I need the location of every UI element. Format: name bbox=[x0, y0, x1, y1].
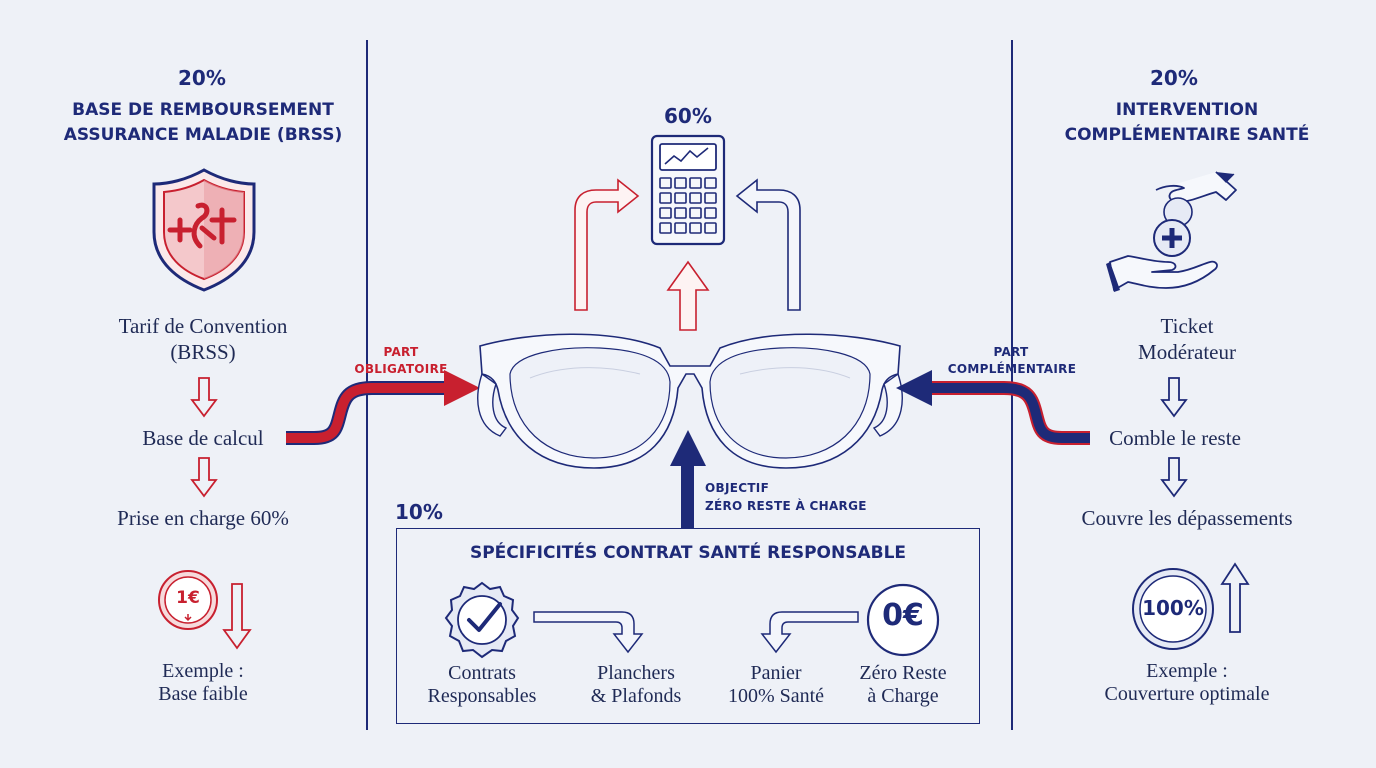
right-example-line1: Exemple : bbox=[1146, 660, 1228, 682]
right-step1-line1: Ticket bbox=[1160, 314, 1214, 338]
item3-line1: Panier bbox=[750, 662, 802, 684]
shield-icon bbox=[152, 168, 256, 292]
objective-label-line1: OBJECTIF bbox=[705, 481, 770, 495]
left-example-line1: Exemple : bbox=[162, 660, 244, 682]
coin-label: 1€ bbox=[176, 588, 200, 608]
badge-check-icon bbox=[444, 581, 520, 659]
coin-icon bbox=[158, 570, 218, 630]
hand-coin-icon bbox=[1106, 171, 1237, 292]
item1-line1: Contrats bbox=[448, 662, 516, 684]
down-arrow-icon bbox=[1160, 377, 1188, 418]
item3-line2: 100% Santé bbox=[727, 685, 825, 707]
down-arrow-icon bbox=[190, 377, 218, 418]
right-title-line1: INTERVENTION bbox=[1115, 100, 1259, 120]
left-step3: Prise en charge 60% bbox=[117, 506, 289, 530]
left-title-line1: BASE DE REMBOURSEMENT bbox=[72, 100, 334, 120]
box-percent: 10% bbox=[395, 500, 443, 524]
down-arrow-icon bbox=[190, 457, 218, 498]
full-coverage-badge-icon bbox=[1132, 568, 1214, 650]
right-percent: 20% bbox=[1150, 66, 1198, 90]
up-arrow-icon bbox=[1220, 562, 1250, 633]
right-example-line2: Couverture optimale bbox=[1104, 683, 1270, 705]
full-coverage-label: 100% bbox=[1142, 596, 1204, 620]
right-title-line2: COMPLÉMENTAIRE SANTÉ bbox=[1064, 125, 1310, 145]
left-percent: 20% bbox=[178, 66, 226, 90]
left-step2: Base de calcul bbox=[142, 426, 264, 450]
right-step2: Comble le reste bbox=[1109, 426, 1241, 450]
item2-line1: Planchers bbox=[597, 662, 675, 684]
obligatory-label-line1: PART bbox=[383, 345, 419, 359]
right-step1-line2: Modérateur bbox=[1138, 340, 1236, 364]
left-title-line2: ASSURANCE MALADIE (BRSS) bbox=[63, 125, 343, 145]
right-step3: Couvre les dépassements bbox=[1081, 506, 1293, 530]
item4-line1: Zéro Reste bbox=[859, 662, 947, 684]
glasses-icon bbox=[477, 333, 903, 469]
left-example-line2: Base faible bbox=[158, 683, 248, 705]
down-arrow-icon bbox=[222, 583, 252, 650]
zero-euro-icon bbox=[866, 583, 940, 657]
left-step1-line2: (BRSS) bbox=[170, 340, 236, 364]
item1-line2: Responsables bbox=[427, 685, 537, 707]
obligatory-label-line2: OBLIGATOIRE bbox=[354, 362, 448, 376]
complementary-label-line1: PART bbox=[993, 345, 1029, 359]
item2-line2: & Plafonds bbox=[590, 685, 682, 707]
zero-euro-label: 0€ bbox=[882, 598, 924, 633]
center-percent: 60% bbox=[664, 104, 712, 128]
box-title: SPÉCIFICITÉS CONTRAT SANTÉ RESPONSABLE bbox=[469, 543, 907, 563]
responsible-contract-box bbox=[396, 528, 980, 724]
objective-label-line2: ZÉRO RESTE À CHARGE bbox=[705, 499, 867, 513]
left-step1-line1: Tarif de Convention bbox=[118, 314, 288, 338]
calculator-icon bbox=[650, 134, 726, 246]
complementary-label-line2: COMPLÉMENTAIRE bbox=[947, 362, 1077, 376]
down-arrow-icon bbox=[1160, 457, 1188, 498]
item4-line2: à Charge bbox=[867, 685, 939, 707]
